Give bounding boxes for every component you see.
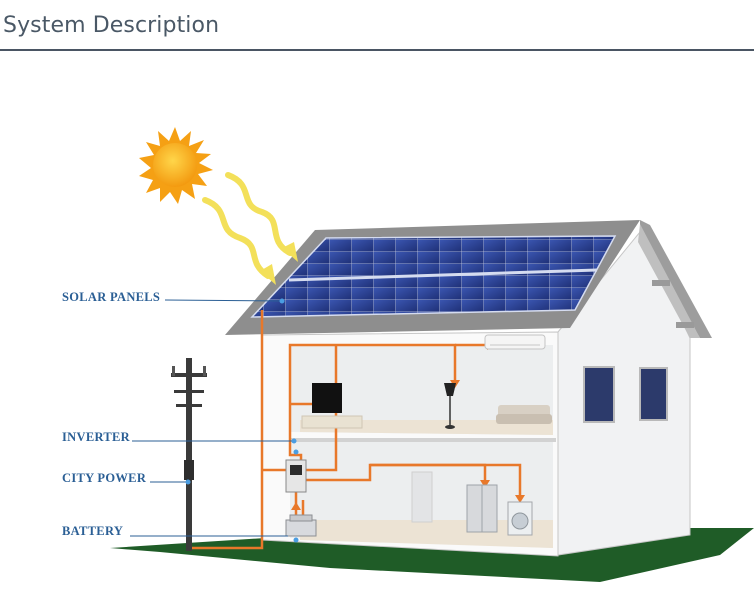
battery-unit[interactable]: [285, 514, 317, 543]
callout-dots: [185, 298, 297, 485]
label-city-power: CITY POWER: [62, 471, 147, 485]
sunbeam-2: [202, 197, 271, 279]
television: [301, 383, 363, 429]
label-inverter: INVERTER: [62, 430, 131, 444]
upper-room: [290, 345, 553, 435]
sofa: [496, 405, 552, 424]
sunbeam-1: [225, 172, 293, 256]
air-conditioner: [484, 334, 546, 350]
side-window-1: [583, 366, 615, 423]
utility-pole: [171, 358, 207, 551]
callout-lines: [130, 299, 294, 537]
section-title: System Description: [3, 13, 220, 38]
floor-lamp: [444, 383, 456, 429]
side-window-2: [639, 367, 668, 421]
inverter-unit[interactable]: [285, 449, 307, 493]
section-header: System Description: [0, 0, 754, 52]
sun-icon: [139, 127, 213, 204]
solar-system-diagram: SOLAR PANELS INVERTER CITY POWER BATTERY: [62, 127, 754, 582]
label-battery: BATTERY: [62, 524, 123, 538]
header-divider: [0, 49, 754, 51]
label-solar-panels: SOLAR PANELS: [62, 290, 160, 304]
refrigerator: [466, 484, 498, 533]
washing-machine: [507, 501, 533, 536]
